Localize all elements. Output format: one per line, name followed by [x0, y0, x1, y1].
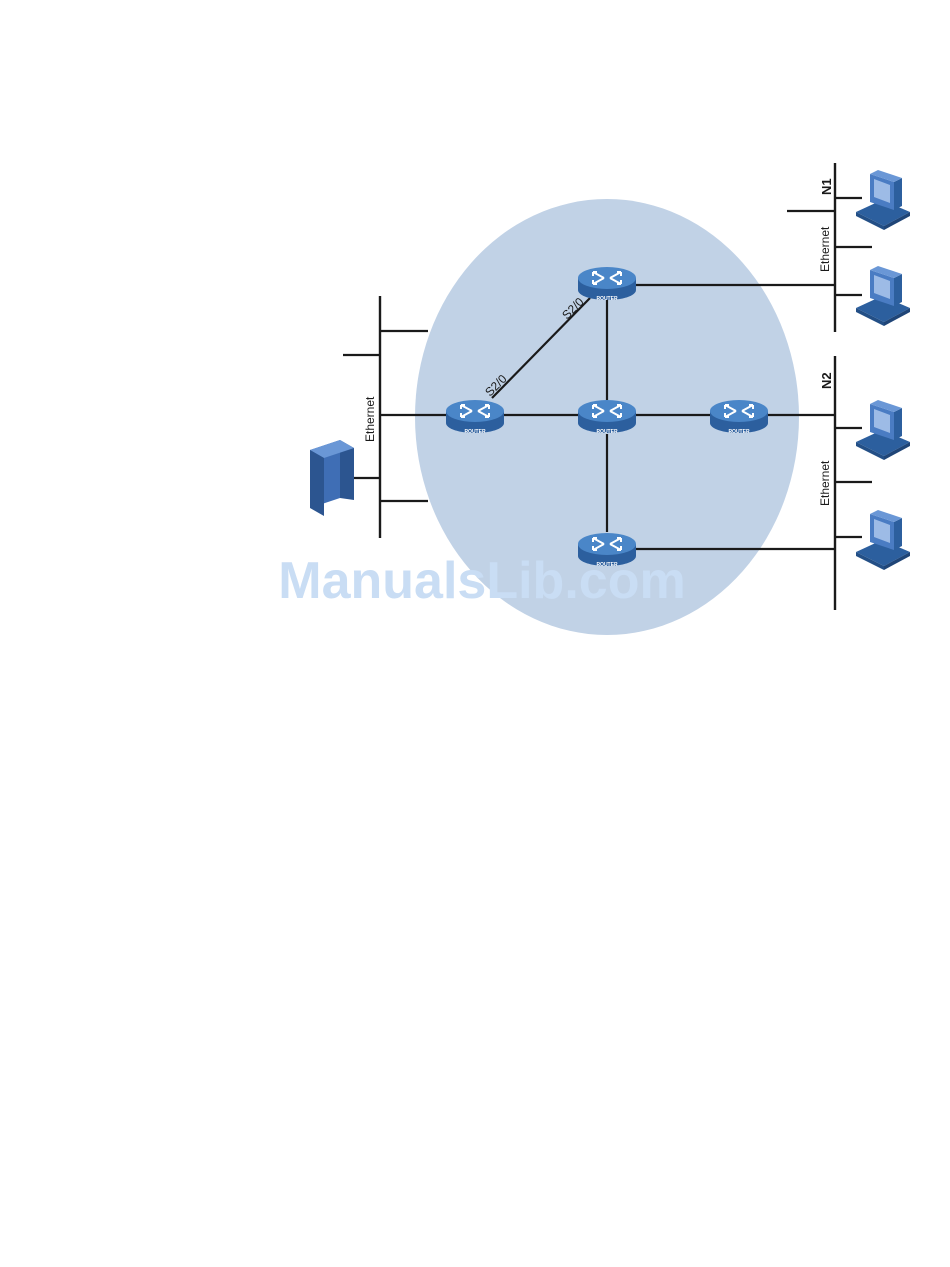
router-icon: ROUTER [446, 400, 504, 435]
n1-bus-label: Ethernet [818, 226, 832, 272]
router-caption: ROUTER [596, 296, 618, 302]
router-caption: ROUTER [596, 429, 618, 435]
left-bus-label: Ethernet [363, 396, 377, 442]
pc-icon [856, 170, 910, 230]
n2-bus-label: Ethernet [818, 460, 832, 506]
pc-icon [856, 510, 910, 570]
server-icon [310, 440, 354, 516]
n1-label: N1 [819, 178, 834, 195]
n2-ethernet-segment [835, 356, 872, 610]
n2-label: N2 [819, 372, 834, 389]
pc-icon [856, 266, 910, 326]
pc-icon [856, 400, 910, 460]
router-caption: ROUTER [464, 429, 486, 435]
router-icon: ROUTER [578, 400, 636, 435]
router-icon: ROUTER [578, 267, 636, 302]
router-icon: ROUTER [710, 400, 768, 435]
watermark: ManualsLib.com [278, 552, 685, 610]
router-caption: ROUTER [728, 429, 750, 435]
